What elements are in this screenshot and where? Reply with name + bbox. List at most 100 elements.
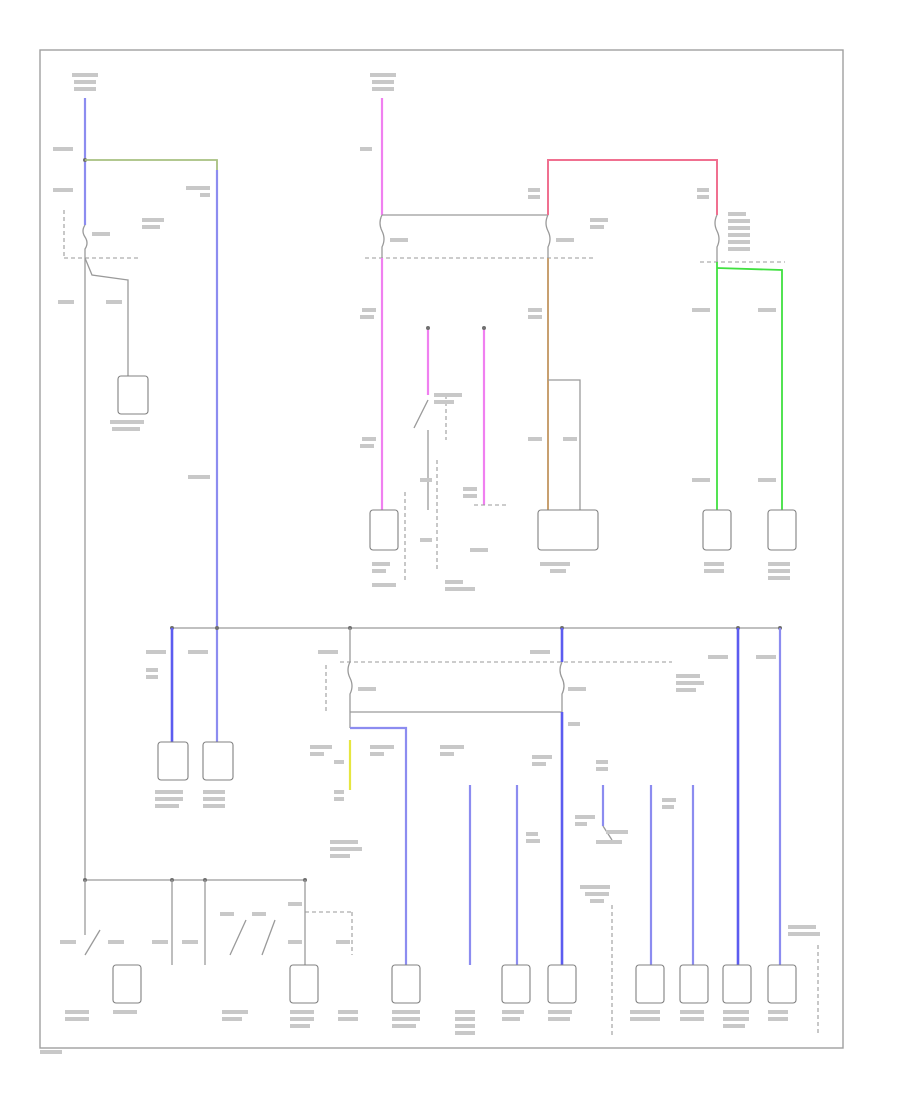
- wire-branch-2-label: [526, 832, 538, 836]
- component-right-1-label-2: [704, 569, 724, 573]
- component-center-1-label: [372, 562, 390, 566]
- wire-right-lower-label-3: [708, 655, 728, 659]
- bottom-label-7c: [455, 1024, 475, 1028]
- wire-right-lower-label-4: [756, 655, 776, 659]
- node-switch-top: [426, 326, 430, 330]
- component-bottom-7: [679, 964, 709, 1004]
- wire-label-left-1: [53, 147, 73, 151]
- wire-red: [547, 159, 718, 215]
- component-bottom-5: [547, 964, 577, 1004]
- bottom-label-12: [723, 1010, 749, 1014]
- wire-left-olive: [85, 159, 218, 170]
- wire-label-left-2: [53, 188, 73, 192]
- wire-label-right-2: [200, 193, 210, 197]
- component-right-1-label: [704, 562, 724, 566]
- wire-bus-left-label: [146, 650, 166, 654]
- component-left-1-label: [110, 420, 144, 424]
- bottom-label-5b: [338, 1017, 358, 1021]
- component-bottom-1: [112, 964, 142, 1004]
- switch-bottom-label-8: [288, 940, 302, 944]
- wire-pink-label-3: [362, 437, 376, 441]
- fuse-mid-label-1: [318, 650, 338, 654]
- bottom-label-6c: [392, 1024, 416, 1028]
- bottom-label-6: [392, 1010, 420, 1014]
- bottom-label-3: [222, 1010, 248, 1014]
- relay-mid-label-2: [596, 767, 608, 771]
- module-label-mid-3: [330, 854, 350, 858]
- relay-right-label-4: [728, 233, 750, 237]
- switch-bottom-label: [445, 580, 463, 584]
- bottom-labels: [40, 925, 820, 1054]
- source-label-left-3: [74, 87, 96, 91]
- component-mid-left-1-label-2: [155, 797, 183, 801]
- switch-bottom-label-1: [60, 940, 76, 944]
- switch-bottom-label-9: [336, 940, 350, 944]
- component-mid-left-1: [157, 741, 189, 781]
- wire-green-label-1: [692, 308, 710, 312]
- component-center-1: [369, 509, 399, 551]
- wire-yellow-label-5: [334, 797, 344, 801]
- bottom-label-8b: [502, 1017, 520, 1021]
- fuse-center-label: [590, 218, 608, 222]
- fuse-mid-label-3: [358, 687, 376, 691]
- bottom-label-1: [65, 1010, 89, 1014]
- wire-green-label-2: [758, 308, 776, 312]
- component-right-2-label-3: [768, 576, 790, 580]
- bottom-label-2: [113, 1010, 137, 1014]
- relay-mid-label-4: [575, 822, 587, 826]
- page-corner-mark: [40, 1050, 62, 1054]
- fuse-center-2-label: [556, 238, 574, 242]
- bottom-label-7d: [455, 1031, 475, 1035]
- module-label-mid-2: [330, 847, 362, 851]
- node-pink-2: [482, 326, 486, 330]
- switch-bottom-2: [229, 919, 247, 956]
- wire-bus-left-label-2: [146, 668, 158, 672]
- bottom-label-4c: [290, 1024, 310, 1028]
- component-right-2-label-2: [768, 569, 790, 573]
- source-label-center-3: [372, 87, 394, 91]
- diagram-frame: [39, 49, 844, 1049]
- component-left-1-label-2: [112, 427, 140, 431]
- wire-red-label-right: [697, 188, 709, 192]
- switch-bottom-label-4: [182, 940, 198, 944]
- switch-label: [434, 393, 462, 397]
- wire-pink-2-label-2: [463, 494, 477, 498]
- fuse-center-1-label: [390, 238, 408, 242]
- wire-tan-loop: [548, 379, 581, 510]
- wire-red-label-left: [528, 188, 540, 192]
- switch-bottom-3: [261, 919, 276, 956]
- relay-right-label-6: [728, 247, 750, 251]
- bottom-label-1b: [65, 1017, 89, 1021]
- relay-right-label-5: [728, 240, 750, 244]
- bottom-label-11b: [680, 1017, 704, 1021]
- bottom-label-14b: [788, 932, 820, 936]
- wire-blue-mid: [350, 726, 408, 965]
- bottom-label-4b: [290, 1017, 314, 1021]
- wire-label-right-1: [186, 186, 210, 190]
- bottom-label-8: [502, 1010, 524, 1014]
- switch-bottom-label-7: [288, 902, 302, 906]
- bottom-label-13: [768, 1010, 788, 1014]
- switch-blade: [413, 399, 429, 429]
- component-bottom-2: [289, 964, 319, 1004]
- wire-tan-label-3: [528, 437, 542, 441]
- component-right-2-label: [768, 562, 790, 566]
- switch-bottom-label-6: [252, 912, 266, 916]
- switch-bottom-label-2: [108, 940, 124, 944]
- wire-green-right: [716, 267, 783, 510]
- wire-bus-left-label-3: [146, 675, 158, 679]
- relay-right: [700, 212, 785, 263]
- component-mid-left-1-label: [155, 790, 183, 794]
- component-center-1-label-3: [372, 583, 396, 587]
- bottom-label-5: [338, 1010, 358, 1014]
- fuse-mid-label-2: [530, 650, 550, 654]
- bottom-label-9b: [548, 1017, 570, 1021]
- bottom-label-9: [548, 1010, 572, 1014]
- wire-tan-label: [528, 308, 542, 312]
- wire-blue-mid-right-label: [532, 755, 552, 759]
- component-bottom-3: [391, 964, 421, 1004]
- left-power-source: [53, 73, 218, 225]
- module-label-right-3: [590, 899, 604, 903]
- source-label-center: [370, 73, 396, 77]
